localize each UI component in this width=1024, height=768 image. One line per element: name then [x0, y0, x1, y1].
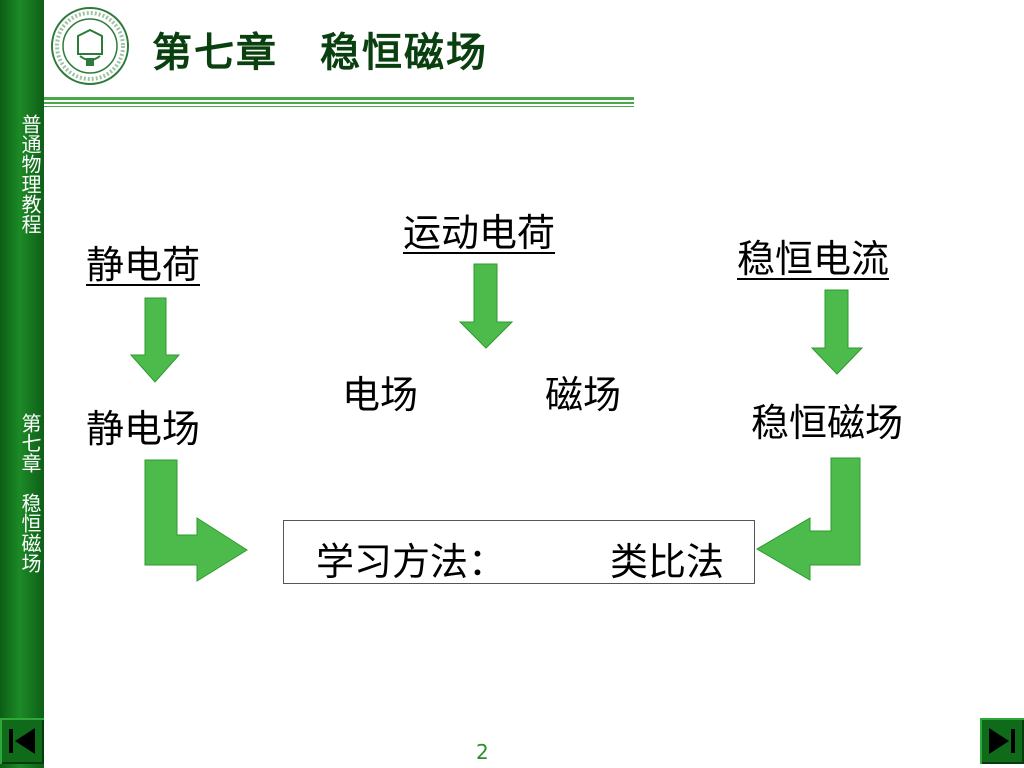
sidebar-chapter-name: 稳恒磁场 [18, 493, 42, 573]
bent-arrow-left [144, 459, 248, 582]
moving-charge-label: 运动电荷 [403, 211, 556, 255]
down-arrow-center [458, 263, 514, 349]
title-divider [44, 106, 634, 107]
steady-current-label: 稳恒电流 [737, 237, 890, 281]
learning-method-box: 学习方法： 类比法 [283, 520, 755, 584]
steady-magnetic-field-label: 稳恒磁场 [751, 401, 904, 445]
sidebar-course-title: 普通物理教程 [18, 114, 42, 234]
next-slide-button[interactable] [980, 718, 1024, 764]
page-number: 2 [476, 740, 489, 764]
electric-field-label: 电场 [342, 373, 419, 417]
static-charge-label: 静电荷 [86, 243, 201, 287]
title-divider [44, 97, 634, 100]
down-arrow-right [810, 289, 864, 375]
university-logo [51, 7, 129, 85]
title-divider [44, 102, 634, 104]
magnetic-field-label: 磁场 [545, 373, 622, 417]
electrostatic-field-label: 静电场 [86, 407, 201, 451]
bent-arrow-right [756, 457, 861, 581]
sidebar: 普通物理教程 第七章稳恒磁场 [0, 0, 44, 768]
next-icon [989, 728, 1015, 754]
slide-title: 第七章 稳恒磁场 [152, 30, 488, 76]
method-label: 学习方法： [316, 540, 507, 584]
sidebar-chapter: 第七章稳恒磁场 [0, 368, 44, 618]
previous-icon [9, 728, 35, 754]
method-value: 类比法 [610, 540, 725, 584]
down-arrow-left [129, 297, 181, 383]
previous-slide-button[interactable] [0, 718, 44, 764]
sidebar-chapter-number: 第七章 [18, 413, 42, 473]
